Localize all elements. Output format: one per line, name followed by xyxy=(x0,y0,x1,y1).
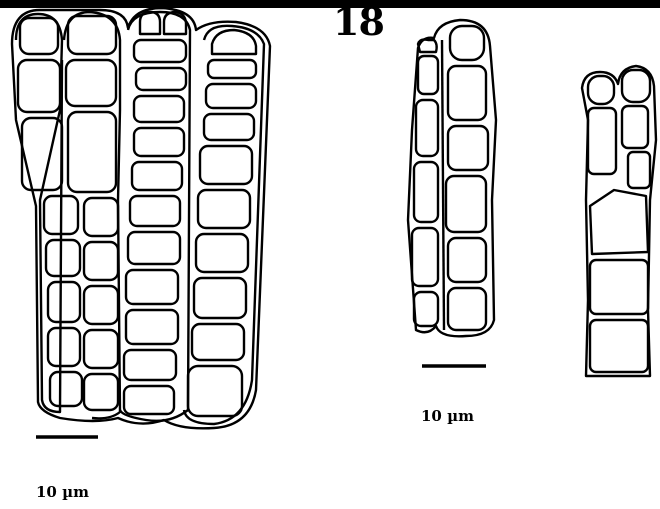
cell xyxy=(448,126,488,170)
cell xyxy=(208,60,256,78)
cell xyxy=(68,112,116,192)
right-filament xyxy=(582,66,656,376)
cell xyxy=(194,278,246,318)
scale-label-left: 10 µm xyxy=(36,483,89,501)
right-filament-outline xyxy=(582,66,656,376)
cell xyxy=(204,114,254,140)
cell xyxy=(68,16,116,54)
cell xyxy=(134,128,184,156)
cell xyxy=(590,190,648,254)
cell xyxy=(622,70,650,102)
cell xyxy=(46,240,80,276)
cell xyxy=(448,238,486,282)
cell xyxy=(84,330,118,368)
cell xyxy=(450,26,484,60)
cell xyxy=(590,260,648,314)
cell xyxy=(48,282,80,322)
cell xyxy=(188,366,242,416)
cell xyxy=(84,242,118,280)
cell xyxy=(446,176,486,232)
cell xyxy=(50,372,82,406)
cell xyxy=(590,320,648,372)
cell xyxy=(128,232,180,264)
cell xyxy=(132,162,182,190)
cell xyxy=(134,96,184,122)
cell xyxy=(126,310,178,344)
cell xyxy=(198,190,250,228)
cell xyxy=(66,60,116,106)
cell xyxy=(136,68,186,90)
cell xyxy=(84,198,118,236)
cell xyxy=(84,286,118,324)
cell xyxy=(134,40,186,62)
cell xyxy=(124,350,176,380)
cell xyxy=(416,100,438,156)
cell xyxy=(200,146,252,184)
cell xyxy=(126,270,178,304)
cell xyxy=(84,374,118,410)
cell xyxy=(124,386,174,414)
left-filament-1-outline xyxy=(16,14,62,412)
left-filament-2-outline xyxy=(64,12,120,418)
scale-label-middle: 10 µm xyxy=(421,407,474,425)
cell xyxy=(628,152,650,188)
cell xyxy=(414,292,438,326)
filament-divider xyxy=(442,40,444,330)
left-tissue-filaments xyxy=(12,8,270,428)
cell xyxy=(192,324,244,360)
cell xyxy=(48,328,80,366)
cell xyxy=(418,56,438,94)
cell xyxy=(418,40,437,53)
cell xyxy=(412,228,438,286)
cell xyxy=(588,108,616,174)
cell xyxy=(196,234,248,272)
cell xyxy=(212,30,256,54)
cell xyxy=(448,66,486,120)
middle-filament xyxy=(408,20,496,336)
cell xyxy=(140,12,160,34)
cell xyxy=(20,18,58,54)
cell xyxy=(18,60,60,112)
cell xyxy=(622,106,648,148)
cell xyxy=(414,162,438,222)
cell xyxy=(206,84,256,108)
cell xyxy=(448,288,486,330)
cell xyxy=(588,76,614,104)
cell xyxy=(130,196,180,226)
